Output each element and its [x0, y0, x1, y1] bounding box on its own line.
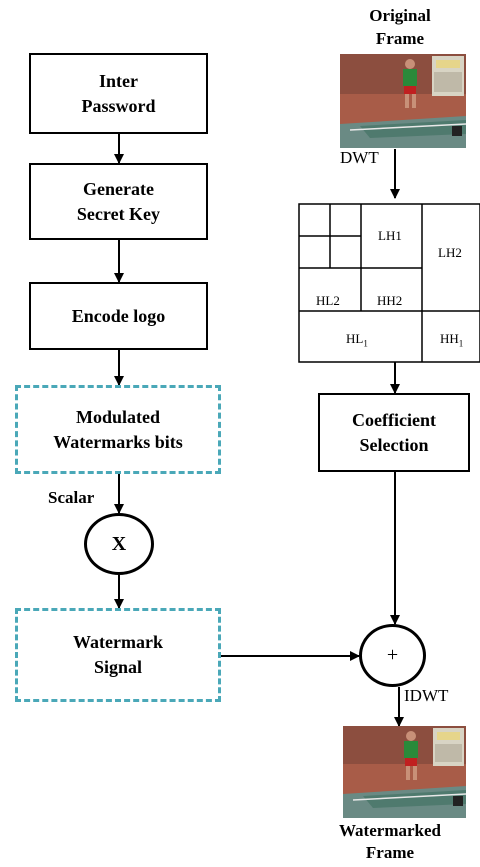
watermark-signal-label: Watermark Signal [73, 632, 163, 677]
subband-lh2: LH2 [438, 245, 462, 260]
watermarked-frame-title: Watermarked Frame [339, 821, 441, 862]
subband-hh1: HH1 [440, 331, 463, 349]
inter-password-label: Inter Password [81, 70, 156, 116]
add-symbol: + [386, 644, 399, 666]
inter-password-box: Inter Password [29, 53, 208, 134]
subband-hl1-subscript: 1 [363, 338, 368, 349]
subband-hl1-text: HL [346, 331, 364, 346]
watermarked-frame-image [343, 726, 466, 818]
subband-hl2: HL2 [316, 293, 340, 308]
original-frame-title: Original Frame [369, 6, 431, 48]
dwt-label: DWT [340, 148, 379, 167]
subband-hl1: HL1 [346, 331, 368, 349]
subband-hh1-subscript: 1 [458, 338, 464, 349]
subband-lh1: LH1 [378, 228, 402, 243]
subband-hh1-text: HH [440, 331, 459, 346]
add-node: + [359, 624, 426, 687]
scalar-label: Scalar [48, 488, 95, 507]
subband-hh2: HH2 [377, 293, 403, 308]
multiply-node: X [84, 513, 154, 575]
coefficient-selection-label: Coefficient Selection [352, 409, 436, 455]
idwt-label: IDWT [404, 686, 449, 705]
original-frame-image [340, 54, 466, 148]
encode-logo-label: Encode logo [71, 305, 166, 326]
modulated-watermarks-bits-label: Modulated Watermarks bits [53, 406, 183, 452]
generate-secret-key-label: Generate Secret Key [76, 178, 161, 224]
multiply-symbol: X [111, 532, 127, 555]
generate-secret-key-box: Generate Secret Key [29, 163, 208, 240]
coefficient-selection-box: Coefficient Selection [318, 393, 470, 472]
dwt-subband-grid [298, 203, 480, 363]
modulated-watermarks-bits-box: Modulated Watermarks bits [15, 385, 221, 474]
watermark-signal-box: Watermark Signal [15, 608, 221, 702]
encode-logo-box: Encode logo [29, 282, 208, 350]
